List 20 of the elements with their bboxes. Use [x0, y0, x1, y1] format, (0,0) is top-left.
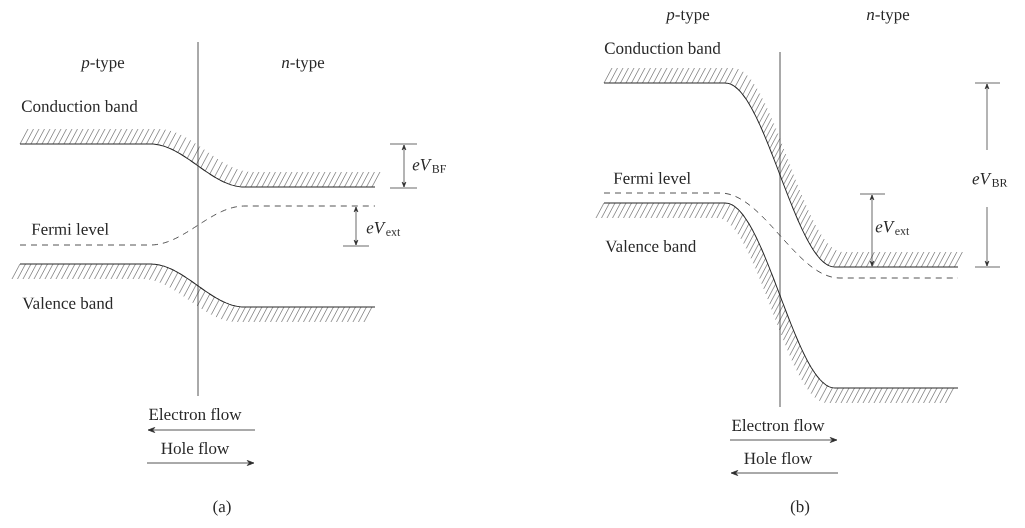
band-label: Valence band — [22, 297, 114, 309]
flow-label: Hole flow — [744, 451, 813, 465]
band-label: Fermi level — [31, 223, 109, 235]
region-label: n-type — [281, 58, 325, 72]
flow-label: Electron flow — [149, 407, 242, 421]
region-label: p-type — [80, 58, 125, 72]
energy-label: eV$_{BF}$ — [412, 159, 446, 173]
band-label: Fermi level — [613, 172, 691, 184]
region-label: n-type — [866, 10, 910, 24]
region-label: p-type — [665, 10, 710, 24]
energy-label: eV$_{ext}$ — [366, 222, 401, 236]
energy-label: eV$_{BR}$ — [972, 173, 1008, 187]
band-label: Conduction band — [604, 42, 721, 54]
band-label: Valence band — [605, 240, 697, 253]
panel-label: (b) — [790, 500, 810, 516]
energy-label: eV$_{ext}$ — [875, 221, 910, 235]
band-label: Conduction band — [21, 100, 138, 112]
flow-label: Electron flow — [732, 418, 825, 432]
panel-label: (a) — [213, 500, 231, 516]
flow-label: Hole flow — [161, 441, 230, 455]
